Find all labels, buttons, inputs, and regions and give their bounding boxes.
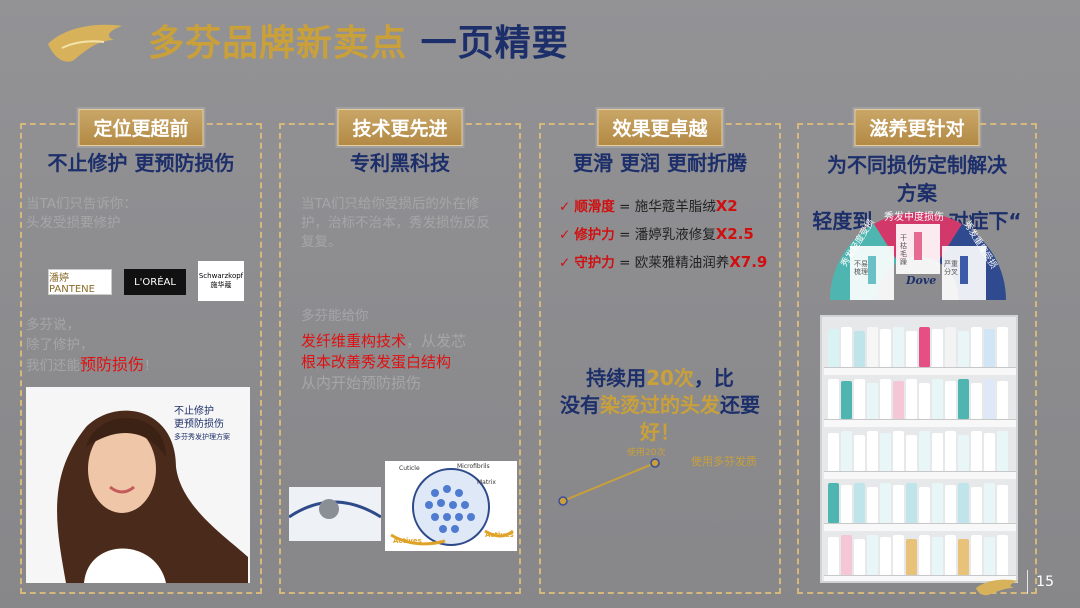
panel-text: 当TA们只给你受损后的外在修护，治标不治本，秀发损伤反反复复。 bbox=[301, 196, 490, 250]
panel-tag: 滋养更针对 bbox=[854, 109, 980, 146]
panel-text: 当TA们只告诉你： 头发受损要修护 bbox=[26, 196, 137, 231]
loreal-logo: L'ORÉAL bbox=[124, 269, 186, 295]
chart-label: 使用多芬发质 bbox=[691, 455, 757, 468]
panel-nourish: 滋养更针对 为不同损伤定制解决 方案 轻度到对症下“ bbox=[797, 109, 1037, 594]
model-ad-image: 不止修护 更预防损伤 多芬秀发护理方案 bbox=[26, 387, 250, 583]
panel-positioning: 定位更超前 不止修护 更预防损伤 当TA们只告诉你： 头发受损要修护 潘婷 PA… bbox=[20, 109, 262, 594]
diagram-label: Matrix bbox=[477, 479, 496, 486]
diagram-label: Microfibrils bbox=[457, 463, 490, 470]
diagram-label: Cuticle bbox=[399, 465, 420, 472]
metric-row: ✓守护力 = 欧莱雅精油润养X7.9 bbox=[559, 253, 768, 271]
damage-level-arc: 秀发中度损伤 秀发轻度受损 秀发重度受损 不易梳理 干枯毛躁 严重分叉 Dove bbox=[828, 202, 1008, 302]
dove-small-logo-icon bbox=[976, 579, 1018, 596]
dove-brand-text: Dove bbox=[906, 274, 937, 287]
panel-text: 多芬能给你 bbox=[301, 308, 369, 324]
series-line bbox=[562, 462, 656, 502]
arc-label: 秀发中度损伤 bbox=[884, 212, 944, 223]
diagram-label: Actives bbox=[393, 537, 422, 545]
panel-subtitle: 专利黑科技 bbox=[350, 151, 450, 175]
metric-row: ✓修护力 = 潘婷乳液修复X2.5 bbox=[559, 225, 754, 243]
panel-label: 不易梳理 bbox=[854, 260, 868, 276]
data-point bbox=[558, 496, 568, 506]
product-shelf-image bbox=[820, 315, 1018, 583]
panel-text: 多芬说， 除了修护， 我们还能预防损伤！ bbox=[26, 317, 158, 374]
improvement-line-chart bbox=[558, 458, 660, 506]
fiber-cross-section-icon bbox=[390, 468, 514, 546]
pantene-logo: 潘婷 PANTENE bbox=[48, 269, 112, 295]
hair-strand-icon bbox=[288, 499, 382, 519]
chart-label: 使用20次 bbox=[627, 448, 666, 458]
panel-tag: 技术更先进 bbox=[337, 109, 463, 146]
page-divider bbox=[1027, 570, 1028, 594]
panel-subtitle: 更滑 更润 更耐折腾 bbox=[573, 151, 747, 175]
claim-text: 持续用20次，比 没有染烫过的头发还要 好！ bbox=[560, 366, 760, 444]
panel-subtitle: 不止修护 更预防损伤 bbox=[47, 151, 235, 175]
diagram-label: Actives bbox=[485, 531, 514, 539]
panel-tag: 定位更超前 bbox=[78, 109, 204, 146]
page-title: 多芬品牌新卖点 一页精要 bbox=[148, 23, 569, 64]
data-point bbox=[650, 458, 660, 468]
page-number: 15 bbox=[1036, 574, 1054, 590]
hair-fiber-diagram: Cuticle Microfibrils Matrix Actives Acti… bbox=[288, 461, 517, 561]
panel-label: 严重分叉 bbox=[944, 260, 958, 276]
model-portrait-icon bbox=[57, 410, 249, 583]
panel-highlight: 发纤维重构技术，从发芯 根本改善秀发蛋白结构 从内开始预防损伤 bbox=[301, 332, 467, 392]
panel-subtitle: 为不同损伤定制解决 方案 轻度到对症下“ bbox=[812, 153, 1022, 233]
panel-technology: 技术更先进 专利黑科技 当TA们只给你受损后的外在修护，治标不治本，秀发损伤反反… bbox=[279, 109, 521, 594]
schwarzkopf-logo: Schwarzkopf 施华蔻 bbox=[198, 261, 244, 301]
panel-label: 干枯毛躁 bbox=[900, 234, 907, 266]
panel-effect: 效果更卓越 更滑 更润 更耐折腾 ✓顺滑度 = 施华蔻羊脂绒X2 ✓修护力 = … bbox=[539, 109, 781, 594]
metric-row: ✓顺滑度 = 施华蔻羊脂绒X2 bbox=[559, 197, 738, 215]
chart-label: 原始发质 bbox=[693, 511, 737, 524]
dove-logo-icon bbox=[48, 24, 122, 62]
panel-tag: 效果更卓越 bbox=[597, 109, 723, 146]
